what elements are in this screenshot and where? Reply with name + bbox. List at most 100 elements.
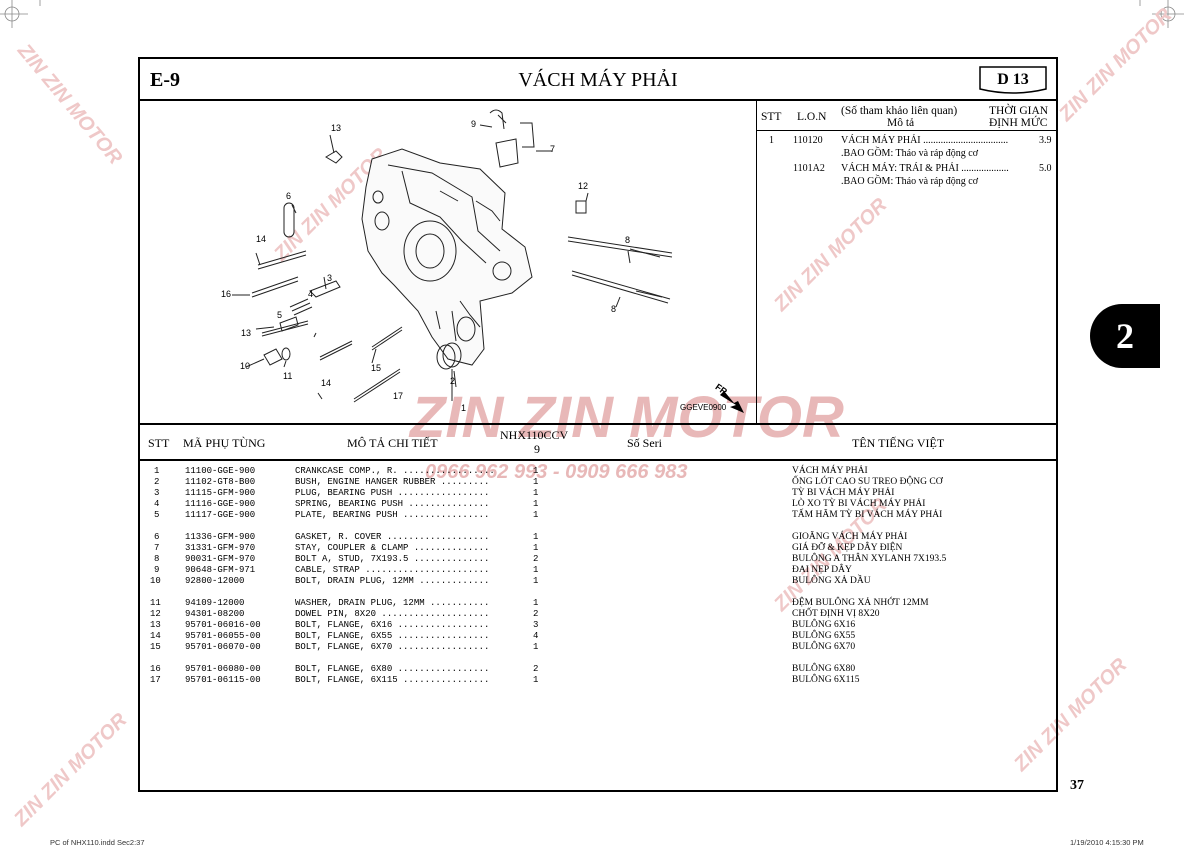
lon-header-lon: L.O.N — [797, 111, 827, 123]
parts-table-header: STT MÃ PHỤ TÙNG MÔ TẢ CHI TIẾT NHX110CCV… — [140, 423, 1056, 461]
callout-2: 2 — [450, 376, 456, 386]
parts-header-desc: MÔ TẢ CHI TIẾT — [347, 436, 438, 450]
row-qty: 1 — [533, 477, 539, 487]
lon-row-2-note: .BAO GỒM: Tháo và ráp động cơ — [841, 176, 979, 187]
row-desc: SPRING, BEARING PUSH ............... — [295, 499, 490, 509]
callout-4: 4 — [308, 289, 314, 299]
row-vn-name: TẤM HÃM TỲ BI VÁCH MÁY PHẢI — [792, 510, 943, 520]
row-stt: 3 — [154, 488, 160, 498]
row-qty: 1 — [533, 510, 539, 520]
crankcase-exploded-drawing — [232, 109, 744, 413]
row-vn-name: ỐNG LÓT CAO SU TREO ĐỘNG CƠ — [792, 477, 943, 487]
callout-17: 17 — [393, 391, 404, 401]
callout-15: 15 — [371, 363, 382, 373]
row-vn-name: GIÁ ĐỠ & KẸP DÂY ĐIỆN — [792, 543, 903, 553]
row-vn-name: ĐỆM BULÔNG XẢ NHỚT 12MM — [792, 598, 929, 608]
lon-header-stt: STT — [761, 111, 782, 123]
row-stt: 4 — [154, 499, 160, 509]
row-qty: 3 — [533, 620, 539, 630]
row-qty: 2 — [533, 554, 539, 564]
row-qty: 1 — [533, 543, 539, 553]
row-part-no: 94109-12000 — [185, 598, 245, 608]
row-part-no: 92800-12000 — [185, 576, 245, 586]
row-qty: 4 — [533, 631, 539, 641]
row-qty: 2 — [533, 664, 539, 674]
lon-row-1-time: 3.9 — [1039, 135, 1052, 146]
row-qty: 1 — [533, 499, 539, 509]
watermark-phones-center: 0966 962 993 - 0909 666 983 — [425, 461, 688, 483]
parts-header-serial: Số Seri — [627, 436, 663, 450]
row-part-no: 95701-06016-00 — [185, 620, 261, 630]
callout-14b: 14 — [321, 378, 332, 388]
section-tab: 2 — [1090, 304, 1160, 368]
callout-16: 16 — [221, 289, 232, 299]
lon-header-time-2: ĐỊNH MỨC — [989, 117, 1048, 129]
labor-time-table: STT L.O.N (Số tham khảo liên quan) Mô tả… — [757, 101, 1056, 423]
row-part-no: 95701-06055-00 — [185, 631, 261, 641]
callout-14a: 14 — [256, 234, 267, 244]
page-header: E-9 VÁCH MÁY PHẢI D 13 — [140, 59, 1056, 101]
row-qty: 1 — [533, 532, 539, 542]
lon-row-2-time: 5.0 — [1039, 163, 1052, 174]
row-vn-name: BULÔNG 6X115 — [792, 675, 860, 685]
callout-8b: 8 — [611, 304, 617, 314]
row-vn-name: GIOĂNG VÁCH MÁY PHẢI — [792, 532, 908, 542]
row-stt: 9 — [154, 565, 160, 575]
parts-header-model-sub: 9 — [534, 442, 540, 456]
chapter-badge: D 13 — [974, 65, 1052, 95]
parts-list: 1 11100-GGE-900 CRANKCASE COMP., R. ....… — [140, 463, 1056, 791]
callout-8a: 8 — [625, 235, 631, 245]
row-qty: 1 — [533, 488, 539, 498]
callout-13b: 13 — [241, 328, 252, 338]
row-qty: 1 — [533, 675, 539, 685]
row-vn-name: BULÔNG A THÂN XYLANH 7X193.5 — [792, 554, 947, 564]
row-part-no: 11117-GGE-900 — [185, 510, 256, 520]
parts-header-part-no: MÃ PHỤ TÙNG — [183, 436, 266, 450]
row-desc: BUSH, ENGINE HANGER RUBBER ......... — [295, 477, 490, 487]
row-part-no: 95701-06080-00 — [185, 664, 261, 674]
row-vn-name: TỲ BI VÁCH MÁY PHẢI — [792, 488, 895, 498]
row-desc: CABLE, STRAP ....................... — [295, 565, 490, 575]
lon-row-1-desc: VÁCH MÁY PHẢI ..........................… — [841, 135, 1009, 146]
row-desc: BOLT A, STUD, 7X193.5 .............. — [295, 554, 490, 564]
chapter-badge-label: D 13 — [997, 71, 1029, 88]
row-vn-name: LÒ XO TỲ BI VÁCH MÁY PHẢI — [792, 499, 926, 509]
row-qty: 1 — [533, 565, 539, 575]
lon-row-2-lon: 1101A2 — [793, 163, 825, 174]
row-qty: 1 — [533, 598, 539, 608]
exploded-diagram: 1 2 3 4 5 6 7 8 8 9 10 11 12 13 13 14 14… — [140, 101, 757, 423]
row-part-no: 94301-08200 — [185, 609, 245, 619]
row-stt: 10 — [150, 576, 161, 586]
callout-7: 7 — [550, 144, 556, 154]
lon-row-2-desc: VÁCH MÁY: TRÁI & PHẢI ..................… — [841, 163, 1009, 174]
callout-6: 6 — [286, 191, 292, 201]
row-vn-name: BULÔNG 6X16 — [792, 620, 856, 630]
page-title: VÁCH MÁY PHẢI — [518, 69, 678, 91]
row-desc: BOLT, FLANGE, 6X70 ................. — [295, 642, 490, 652]
row-vn-name: BULÔNG XẢ DẦU — [792, 576, 871, 586]
row-qty: 1 — [533, 466, 539, 476]
row-desc: STAY, COUPLER & CLAMP .............. — [295, 543, 490, 553]
row-part-no: 11336-GFM-900 — [185, 532, 256, 542]
callout-10: 10 — [240, 361, 251, 371]
row-desc: DOWEL PIN, 8X20 .................... — [295, 609, 490, 619]
row-desc: BOLT, FLANGE, 6X80 ................. — [295, 664, 490, 674]
row-qty: 2 — [533, 609, 539, 619]
lon-header-desc: Mô tả — [887, 117, 915, 129]
figure-code: GGEVE0900 — [680, 403, 727, 412]
row-part-no: 11102-GT8-B00 — [185, 477, 256, 487]
row-part-no: 11115-GFM-900 — [185, 488, 256, 498]
row-desc: GASKET, R. COVER ................... — [295, 532, 490, 542]
row-desc: BOLT, FLANGE, 6X16 ................. — [295, 620, 490, 630]
row-stt: 13 — [150, 620, 161, 630]
row-part-no: 90031-GFM-970 — [185, 554, 256, 564]
row-vn-name: VÁCH MÁY PHẢI — [792, 466, 868, 476]
row-part-no: 31331-GFM-970 — [185, 543, 256, 553]
callout-3: 3 — [327, 273, 333, 283]
callout-11: 11 — [283, 371, 293, 381]
row-stt: 16 — [150, 664, 161, 674]
row-stt: 11 — [150, 598, 161, 608]
row-stt: 6 — [154, 532, 160, 542]
row-part-no: 11116-GGE-900 — [185, 499, 256, 509]
